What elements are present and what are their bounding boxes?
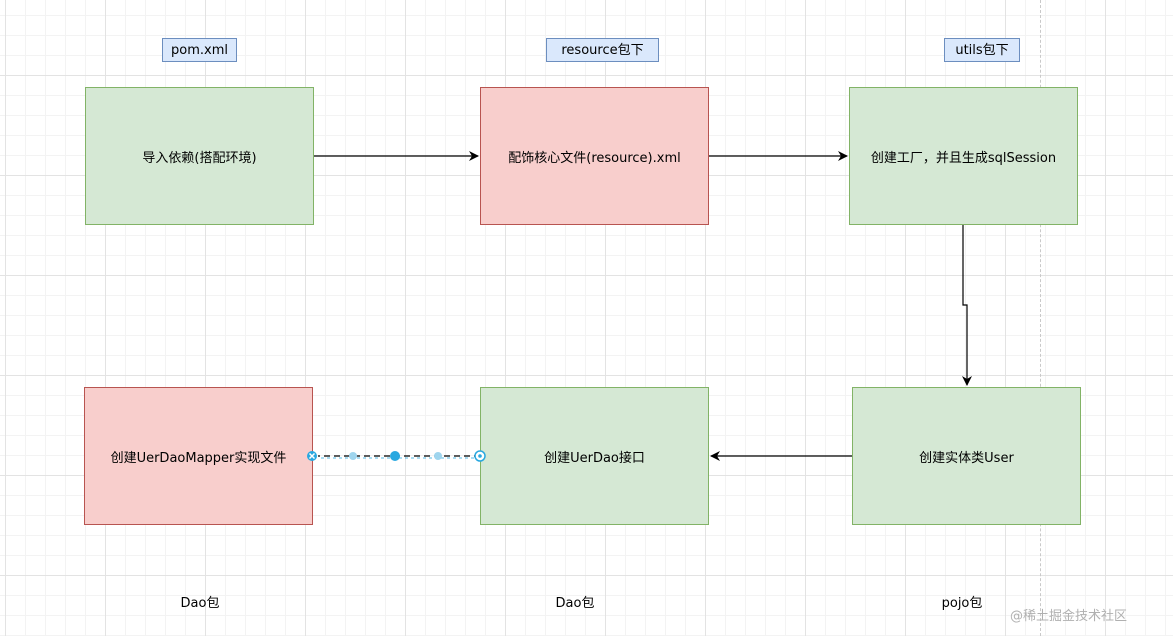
- box-create-entity-user[interactable]: 创建实体类User: [852, 387, 1081, 525]
- box-import-dependencies[interactable]: 导入依赖(搭配环境): [85, 87, 314, 225]
- box-create-entity-user-label: 创建实体类User: [919, 450, 1014, 466]
- box-create-factory-label: 创建工厂，并且生成sqlSession: [870, 150, 1057, 166]
- box-config-core-file[interactable]: 配饰核心文件(resource).xml: [480, 87, 709, 225]
- arrow-factory-to-user[interactable]: [962, 225, 972, 386]
- page-break-guide: [1040, 0, 1041, 636]
- package-label-pojo[interactable]: pojo包: [941, 596, 983, 611]
- box-config-core-file-label: 配饰核心文件(resource).xml: [508, 150, 681, 166]
- connector-midpoint-handle[interactable]: [390, 451, 400, 461]
- box-create-dao-interface[interactable]: 创建UerDao接口: [480, 387, 709, 525]
- watermark: @稀土掘金技术社区: [1010, 609, 1128, 624]
- selected-connector-dao-to-mapper[interactable]: [307, 450, 486, 462]
- connector-waypoint-handle[interactable]: [434, 452, 442, 460]
- tag-resource-package[interactable]: resource包下: [546, 38, 659, 62]
- connector-waypoint-handle[interactable]: [349, 452, 357, 460]
- box-create-mapper-file-label: 创建UerDaoMapper实现文件: [110, 450, 287, 466]
- box-create-dao-interface-label: 创建UerDao接口: [544, 450, 645, 466]
- package-label-dao-left[interactable]: Dao包: [180, 596, 220, 611]
- tag-pom-xml[interactable]: pom.xml: [162, 38, 237, 62]
- box-import-dependencies-label: 导入依赖(搭配环境): [142, 150, 257, 166]
- box-create-mapper-file[interactable]: 创建UerDaoMapper实现文件: [84, 387, 313, 525]
- close-icon: [308, 452, 316, 460]
- box-create-factory[interactable]: 创建工厂，并且生成sqlSession: [849, 87, 1078, 225]
- tag-utils-package[interactable]: utils包下: [944, 38, 1020, 62]
- package-label-dao-middle[interactable]: Dao包: [555, 596, 595, 611]
